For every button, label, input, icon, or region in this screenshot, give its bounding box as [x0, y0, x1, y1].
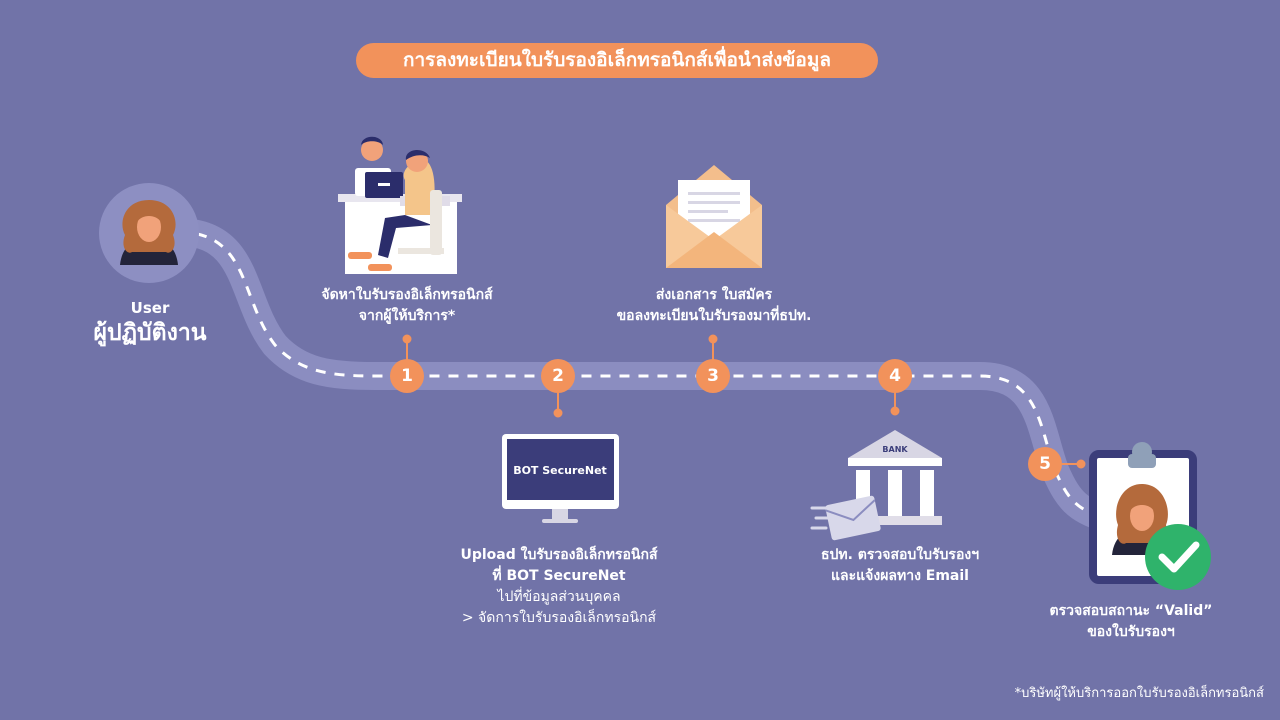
step-3-label: ส่งเอกสาร ใบสมัคร ขอลงทะเบียนใบรับรองมาท… — [590, 285, 838, 327]
bank-building-icon: BANK — [810, 430, 942, 541]
footnote: *บริษัทผู้ให้บริการออกใบรับรองอิเล็กทรอน… — [1014, 686, 1264, 701]
step-1-number: 1 — [390, 359, 424, 393]
step-5-label: ตรวจสอบสถานะ “Valid” ของใบรับรองฯ — [1028, 601, 1234, 643]
step-3-line-1: ส่งเอกสาร ใบสมัคร — [655, 287, 773, 303]
step-2-subline-1: ไปที่ข้อมูลส่วนบุคคล — [497, 589, 621, 605]
step-2-number: 2 — [541, 359, 575, 393]
user-label-en: User — [130, 299, 170, 317]
user-label-th: ผู้ปฏิบัติงาน — [93, 320, 207, 346]
step-4-number: 4 — [878, 359, 912, 393]
step-1-line-1: จัดหาใบรับรองอิเล็กทรอนิกส์ — [321, 287, 493, 303]
monitor-icon: BOT SecureNet — [502, 434, 619, 523]
step-2-line-2: ที่ BOT SecureNet — [492, 568, 626, 584]
clipboard-valid-icon — [1089, 442, 1211, 590]
diagram-title: การลงทะเบียนใบรับรองอิเล็กทรอนิกส์เพื่อน… — [356, 43, 878, 78]
step-2-subline-2: > จัดการใบรับรองอิเล็กทรอนิกส์ — [461, 610, 657, 626]
user-label: User ผู้ปฏิบัติงาน — [60, 298, 240, 348]
step-4-label: ธปท. ตรวจสอบใบรับรองฯ และแจ้งผลทาง Email — [782, 545, 1018, 587]
step-2-line-1: Upload ใบรับรองอิเล็กทรอนิกส์ — [460, 547, 658, 563]
bank-sign-text: BANK — [882, 445, 908, 454]
step-5-line-2: ของใบรับรองฯ — [1087, 624, 1175, 640]
step-4-line-1: ธปท. ตรวจสอบใบรับรองฯ — [820, 547, 980, 563]
step-5-line-1: ตรวจสอบสถานะ “Valid” — [1049, 603, 1213, 619]
user-avatar-icon — [99, 183, 199, 283]
step-3-number: 3 — [696, 359, 730, 393]
desk-meeting-icon — [338, 136, 462, 274]
step-5-number: 5 — [1028, 447, 1062, 481]
step-1-label: จัดหาใบรับรองอิเล็กทรอนิกส์ จากผู้ให้บริ… — [292, 285, 522, 327]
step-3-line-2: ขอลงทะเบียนใบรับรองมาที่ธปท. — [616, 308, 812, 324]
envelope-document-icon — [666, 165, 762, 268]
step-2-label: Upload ใบรับรองอิเล็กทรอนิกส์ ที่ BOT Se… — [430, 545, 688, 629]
step-1-line-2: จากผู้ให้บริการ* — [358, 308, 456, 324]
step-connectors — [402, 334, 1086, 469]
step-4-line-2: และแจ้งผลทาง Email — [831, 568, 969, 584]
monitor-screen-text: BOT SecureNet — [513, 464, 607, 477]
